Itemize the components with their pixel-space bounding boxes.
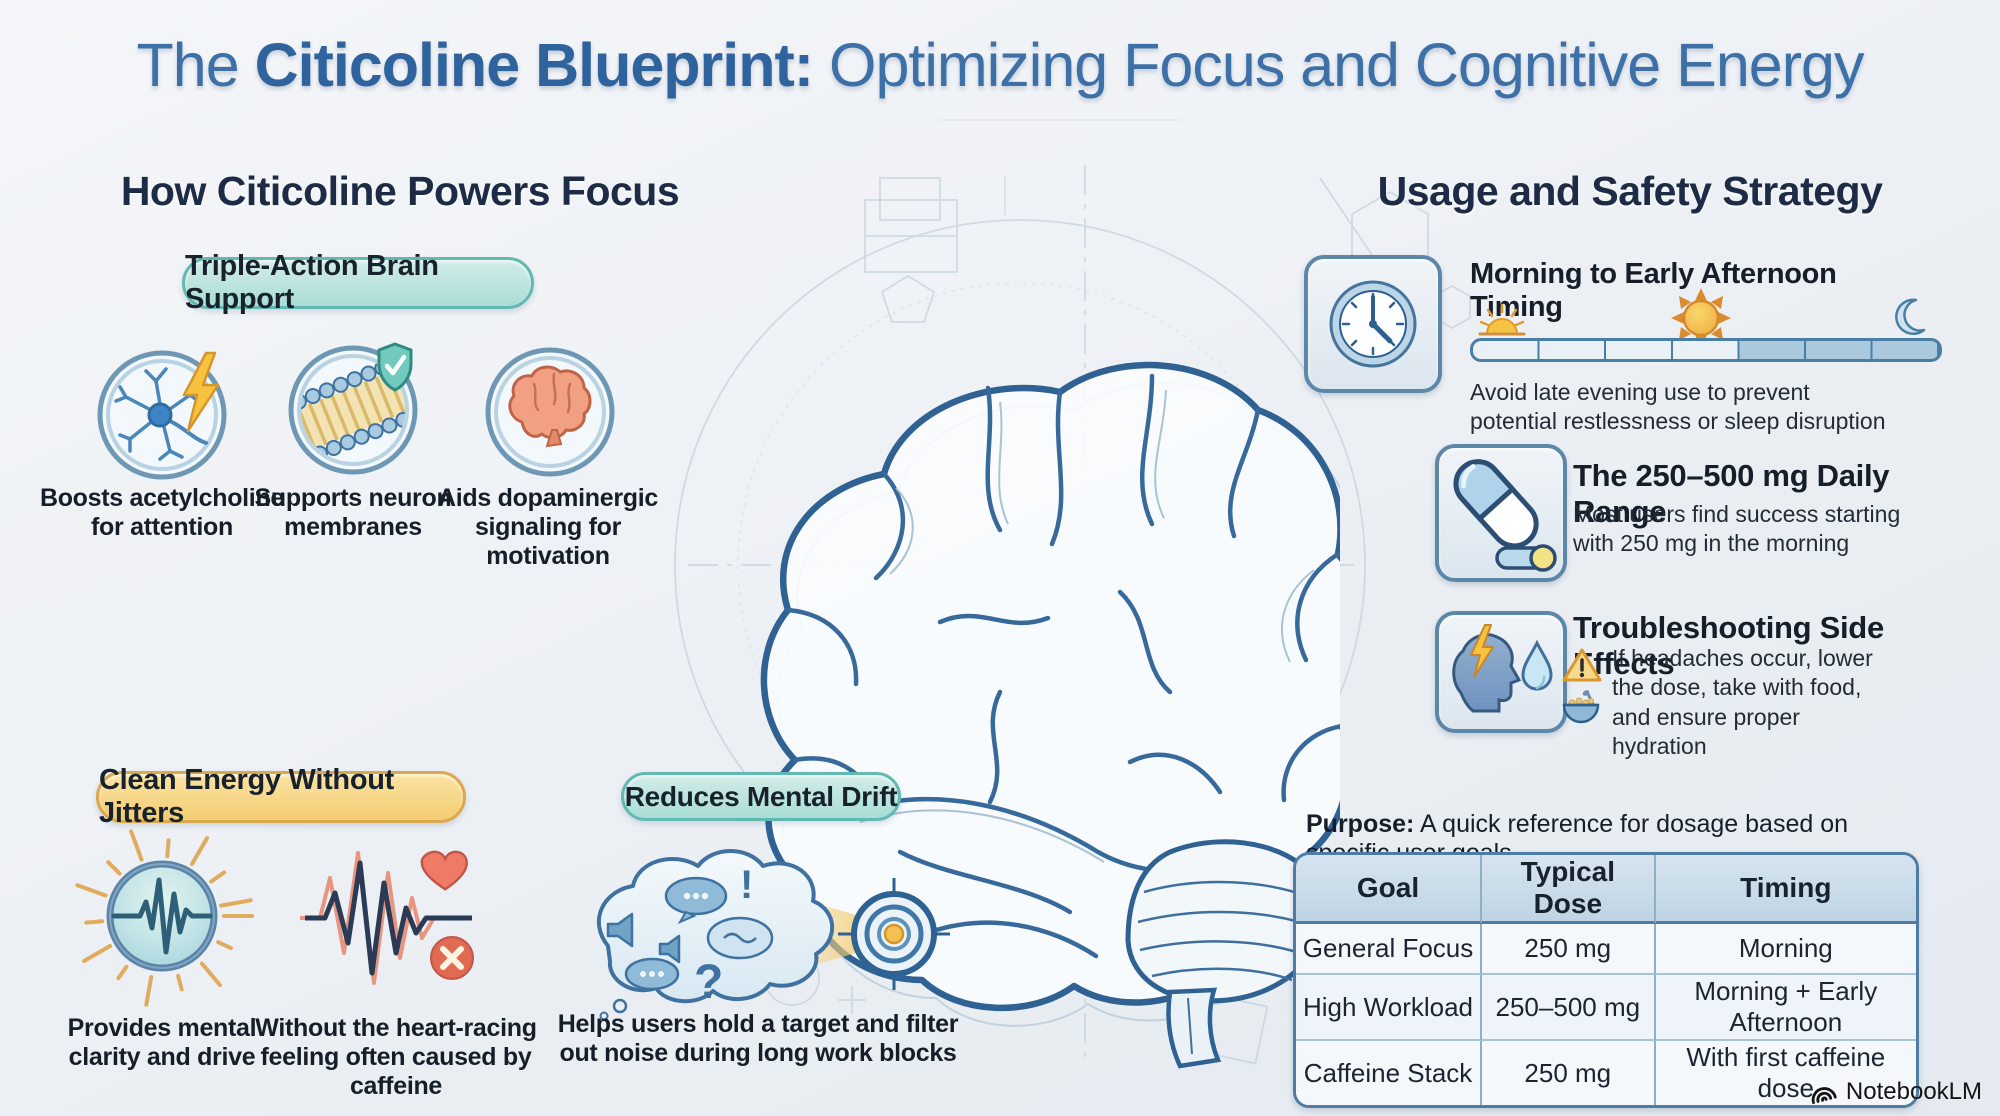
timing-title: Morning to Early Afternoon Timing [1470, 258, 1837, 323]
table-row: High Workload 250–500 mg Morning + Early… [1296, 975, 1916, 1041]
pulse-glow-icon [75, 829, 254, 1007]
brain-icon [485, 347, 615, 477]
caption-acetylcholine: Boosts acetylcholine for attention [39, 484, 285, 541]
badge-reduces-drift-label: Reduces Mental Drift [624, 780, 898, 812]
moon-icon [1895, 298, 1926, 335]
title-prefix: The [136, 31, 255, 99]
purpose-label: Purpose: [1306, 810, 1415, 838]
brand-watermark: NotebookLM [1808, 1078, 1982, 1106]
caption-no-heart-racing: Without the heart-racing feeling often c… [255, 1014, 537, 1100]
badge-clean-energy-label: Clean Energy Without Jitters [99, 764, 395, 829]
left-section-heading: How Citicoline Powers Focus [120, 168, 680, 214]
badge-clean-energy: Clean Energy Without Jitters [96, 764, 466, 829]
badge-triple-action-label: Triple-Action Brain Support [185, 250, 439, 315]
cell-dose: 250 mg [1482, 1041, 1656, 1105]
caption-membranes: Supports neuron membranes [254, 484, 452, 541]
svg-text:!: ! [740, 863, 753, 907]
head-lightning-drop-icon [1435, 611, 1567, 733]
thought-cloud-to-target-icon: ! ? [596, 849, 950, 1021]
dose-body: Most users find success starting with 25… [1573, 501, 1901, 557]
table-row: General Focus 250 mg Morning [1296, 924, 1916, 975]
brain-blueprint-illustration [700, 292, 1340, 1069]
dose-title: The 250–500 mg Daily Range [1573, 458, 1890, 529]
badge-triple-action: Triple-Action Brain Support [182, 250, 534, 315]
membrane-shield-icon [285, 342, 421, 475]
cell-goal: Caffeine Stack [1296, 1041, 1482, 1105]
neuron-lightning-icon [97, 350, 227, 480]
sun-icon [1671, 288, 1731, 348]
capsule-icon [1435, 444, 1567, 582]
brand-watermark-label: NotebookLM [1845, 1078, 1982, 1105]
cell-goal: General Focus [1296, 924, 1482, 975]
table-row: Caffeine Stack 250 mg With first caffein… [1296, 1041, 1916, 1105]
cell-goal: High Workload [1296, 975, 1482, 1041]
cell-timing: Morning + Early Afternoon [1655, 975, 1916, 1041]
table-header-row: Goal Typical Dose Timing [1296, 855, 1916, 924]
clock-icon [1304, 255, 1442, 393]
cell-dose: 250–500 mg [1482, 975, 1656, 1041]
cell-timing: With first caffeine dose [1655, 1041, 1916, 1105]
cell-dose: 250 mg [1482, 924, 1656, 975]
col-header-timing: Timing [1655, 855, 1916, 924]
timing-bar [1470, 338, 1942, 362]
clock-glyph [1329, 280, 1417, 368]
capsule-glyph [1453, 459, 1557, 572]
title-suffix: Optimizing Focus and Cognitive Energy [813, 31, 1864, 99]
head-drop-glyph [1452, 624, 1553, 713]
page-title: The Citicoline Blueprint: Optimizing Foc… [0, 30, 2000, 100]
shield-check-glyph [377, 342, 413, 392]
col-header-dose: Typical Dose [1482, 855, 1656, 924]
warning-icon [1562, 648, 1602, 682]
side-effects-body: If headaches occur, lower the dose, take… [1612, 645, 1873, 760]
timing-body: Avoid late evening use to prevent potent… [1470, 379, 1886, 435]
caption-hold-target: Helps users hold a target and filter out… [557, 1010, 959, 1067]
dosage-table: Goal Typical Dose Timing General Focus 2… [1293, 852, 1919, 1108]
caption-dopaminergic: Aids dopaminergic signaling for motivati… [438, 484, 658, 570]
right-section-heading: Usage and Safety Strategy [1377, 168, 1883, 214]
cell-timing: Morning [1655, 924, 1916, 975]
svg-text:?: ? [694, 956, 723, 1009]
target-glyph [838, 878, 950, 990]
badge-reduces-drift: Reduces Mental Drift [621, 772, 901, 821]
caption-mental-clarity: Provides mental clarity and drive [67, 1014, 257, 1071]
food-bowl-icon [1562, 690, 1600, 724]
notebooklm-logo-icon [1811, 1086, 1837, 1104]
col-header-goal: Goal [1296, 855, 1482, 924]
title-strong: Citicoline Blueprint: [254, 31, 814, 99]
jitter-heartbeat-icon [300, 850, 474, 985]
sunrise-icon [1478, 303, 1526, 336]
timing-timeline [1470, 288, 1942, 366]
